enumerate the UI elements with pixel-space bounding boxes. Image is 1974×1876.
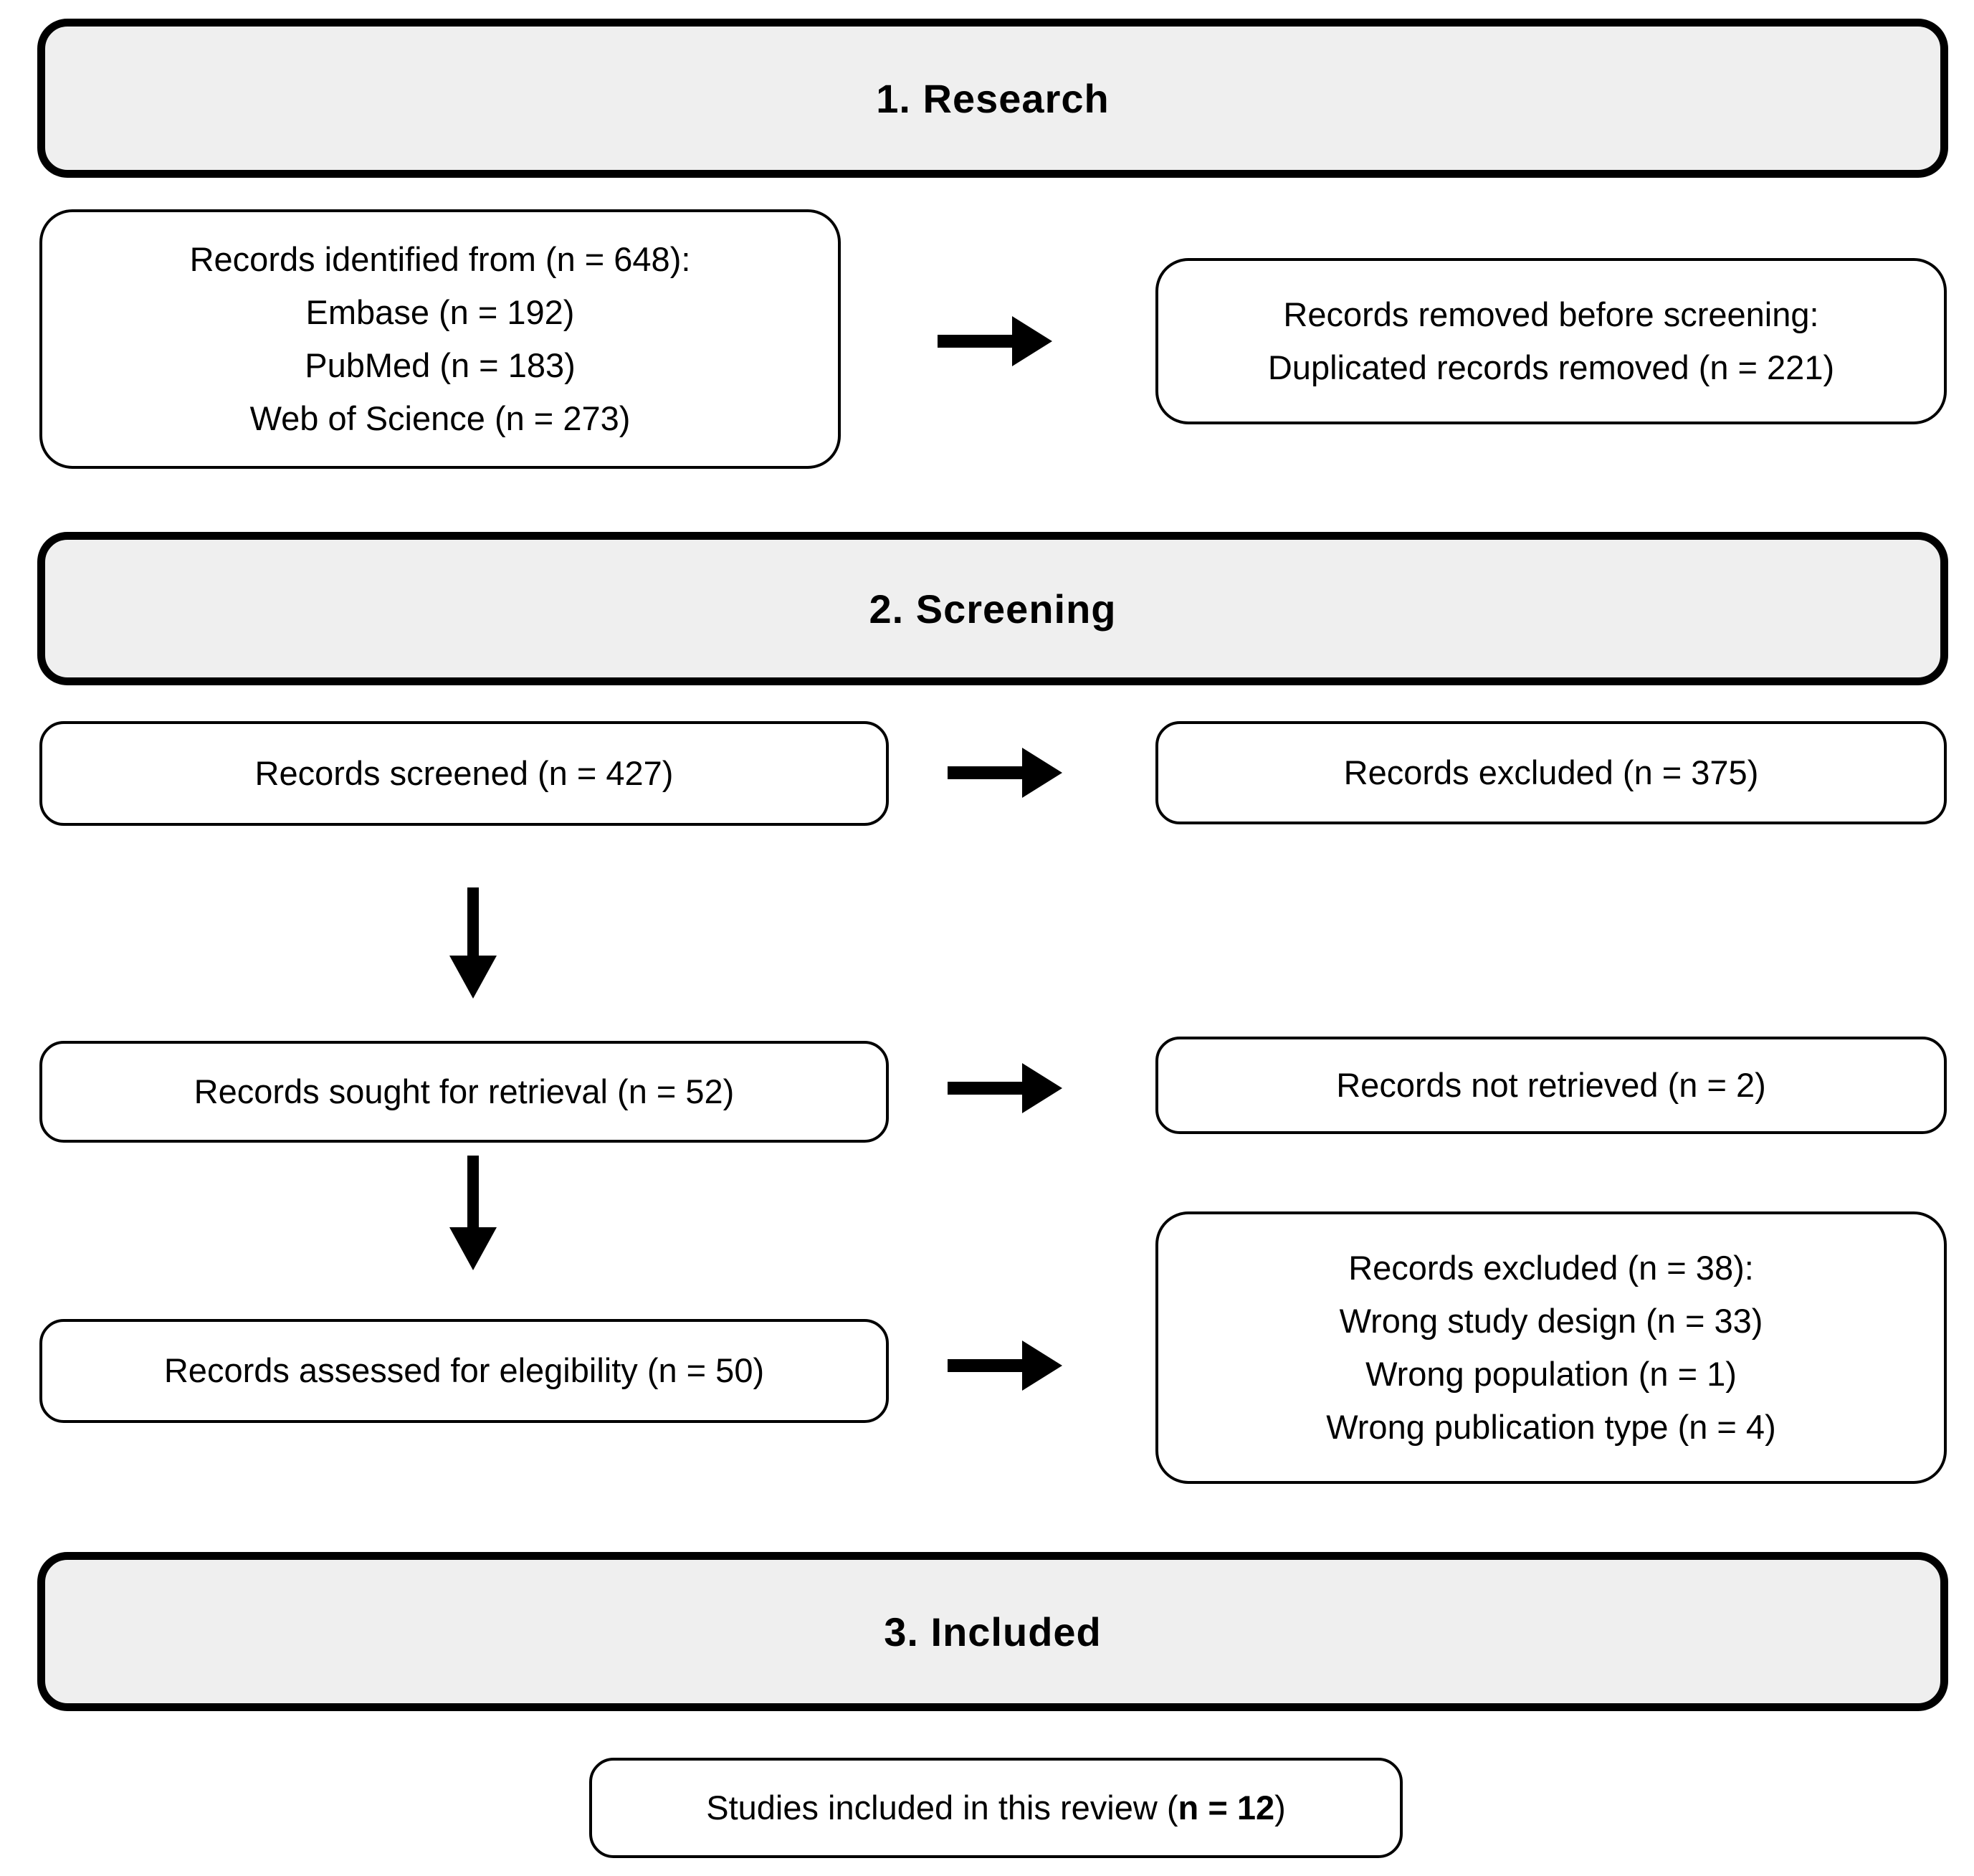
arrow-shaft [948, 1359, 1024, 1372]
box-line: Studies included in this review ( [706, 1788, 1178, 1827]
arrow-shaft [948, 766, 1024, 779]
arrow-head [1022, 748, 1062, 798]
box-line: Records not retrieved (n = 2) [1336, 1065, 1766, 1104]
box-line: ) [1274, 1788, 1286, 1827]
box-records-sought-retrieval: Records sought for retrieval (n = 52) [39, 1041, 889, 1143]
box-records-assessed-eligibility: Records assessed for elegibility (n = 50… [39, 1319, 889, 1423]
box-line: Records identified from (n = 648): [189, 239, 691, 278]
arrow-right-icon [938, 316, 1052, 366]
box-line: Records screened (n = 427) [254, 753, 674, 792]
section-header-research-label: 1. Research [876, 75, 1110, 121]
arrow-shaft [467, 887, 479, 957]
box-line: Records sought for retrieval (n = 52) [194, 1072, 735, 1110]
box-records-removed-before-screening: Records removed before screening: Duplic… [1155, 258, 1947, 424]
box-studies-included: Studies included in this review (n = 12) [589, 1758, 1403, 1858]
arrow-shaft [948, 1082, 1024, 1095]
arrow-head [1012, 316, 1052, 366]
arrow-down-icon [441, 887, 505, 999]
arrow-shaft [938, 335, 1014, 348]
box-line: Web of Science (n = 273) [249, 399, 631, 438]
box-line: Records assessed for elegibility (n = 50… [163, 1351, 765, 1390]
box-line: Wrong population (n = 1) [1365, 1355, 1737, 1393]
arrow-right-icon [948, 1341, 1062, 1391]
box-records-screened: Records screened (n = 427) [39, 721, 889, 826]
box-records-identified: Records identified from (n = 648): Embas… [39, 209, 841, 469]
arrow-down-icon [441, 1156, 505, 1270]
box-line: PubMed (n = 183) [305, 346, 576, 384]
box-line: Records removed before screening: [1283, 295, 1819, 333]
section-header-included-label: 3. Included [884, 1609, 1102, 1654]
box-line: Duplicated records removed (n = 221) [1267, 348, 1835, 386]
box-line: Wrong study design (n = 33) [1339, 1301, 1763, 1340]
section-header-screening: 2. Screening [37, 532, 1948, 685]
arrow-right-icon [948, 748, 1062, 798]
section-header-included: 3. Included [37, 1552, 1948, 1711]
section-header-research: 1. Research [37, 19, 1948, 178]
arrow-head [1022, 1063, 1062, 1113]
arrow-right-icon [948, 1063, 1062, 1113]
box-line: Records excluded (n = 38): [1348, 1248, 1754, 1287]
included-count: n = 12 [1178, 1788, 1275, 1827]
box-records-excluded-screening: Records excluded (n = 375) [1155, 721, 1947, 824]
arrow-head [449, 1227, 497, 1270]
box-records-not-retrieved: Records not retrieved (n = 2) [1155, 1037, 1947, 1134]
box-line: Wrong publication type (n = 4) [1326, 1408, 1776, 1447]
arrow-head [1022, 1341, 1062, 1391]
section-header-screening-label: 2. Screening [869, 586, 1117, 632]
arrow-head [449, 956, 497, 999]
box-line: Embase (n = 192) [305, 292, 575, 331]
box-records-excluded-eligibility: Records excluded (n = 38): Wrong study d… [1155, 1211, 1947, 1484]
box-line: Records excluded (n = 375) [1343, 753, 1759, 791]
arrow-shaft [467, 1156, 479, 1229]
